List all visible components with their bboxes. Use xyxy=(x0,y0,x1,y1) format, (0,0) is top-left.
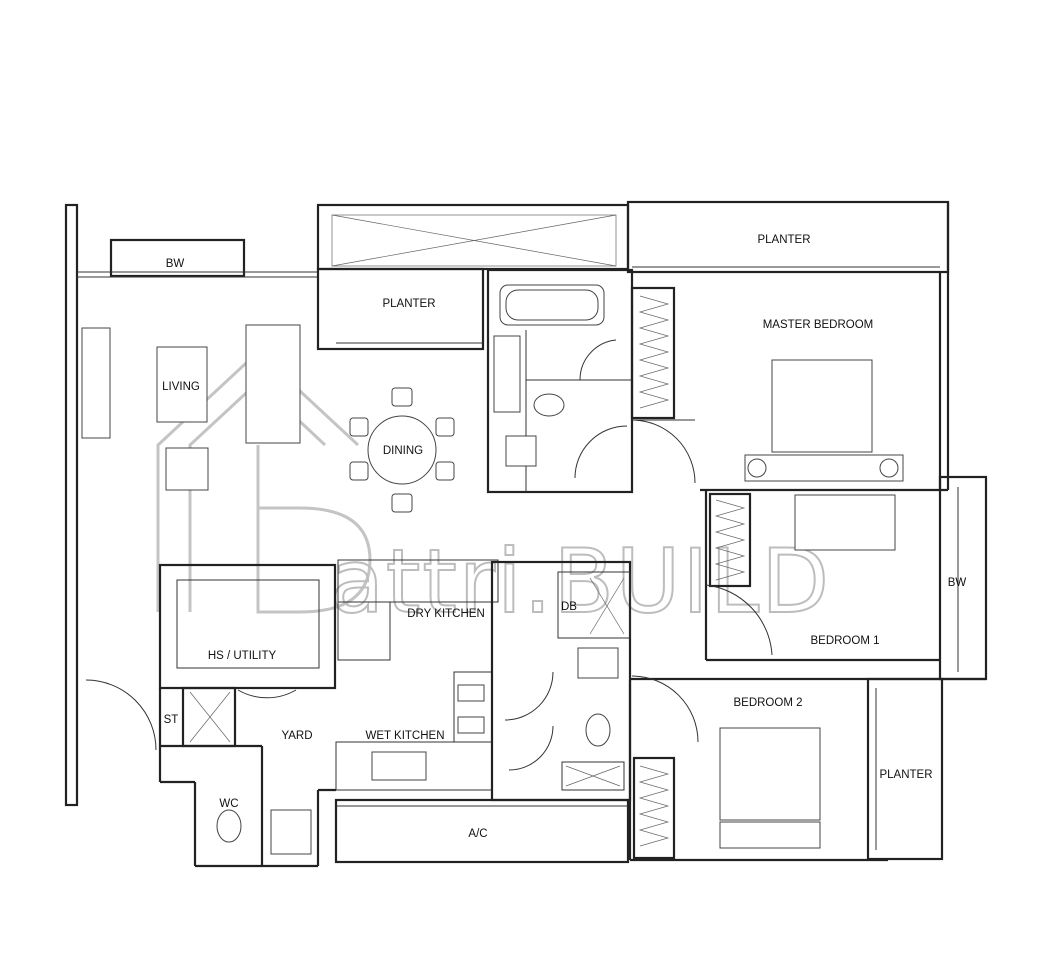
label-bw-right: BW xyxy=(948,577,967,589)
label-planter-mid: PLANTER xyxy=(382,298,435,310)
watermark-logo: attri.BUILD xyxy=(156,349,831,634)
label-hs-utility: HS / UTILITY xyxy=(208,650,277,662)
wardrobe-hatching xyxy=(638,295,746,847)
room-labels: BW PLANTER PLANTER MASTER BEDROOM LIVING… xyxy=(162,234,966,840)
furniture xyxy=(81,284,904,855)
label-bedroom-2: BEDROOM 2 xyxy=(733,697,802,709)
label-bedroom-1: BEDROOM 1 xyxy=(810,635,879,647)
label-planter-top-right: PLANTER xyxy=(757,234,810,246)
label-ac: A/C xyxy=(468,828,487,840)
label-dining: DINING xyxy=(383,445,423,457)
label-wc: WC xyxy=(219,798,238,810)
label-wet-kitchen: WET KITCHEN xyxy=(365,730,444,742)
label-db: DB xyxy=(561,601,577,613)
walls xyxy=(64,200,988,868)
label-bw-top: BW xyxy=(166,258,185,270)
label-planter-right: PLANTER xyxy=(879,769,932,781)
label-living: LIVING xyxy=(162,381,200,393)
door-swings xyxy=(85,339,773,771)
label-dry-kitchen: DRY KITCHEN xyxy=(407,608,485,620)
label-yard: YARD xyxy=(281,730,312,742)
label-master-bedroom: MASTER BEDROOM xyxy=(763,319,874,331)
watermark-text: attri.BUILD xyxy=(330,530,831,633)
label-st: ST xyxy=(164,714,179,726)
